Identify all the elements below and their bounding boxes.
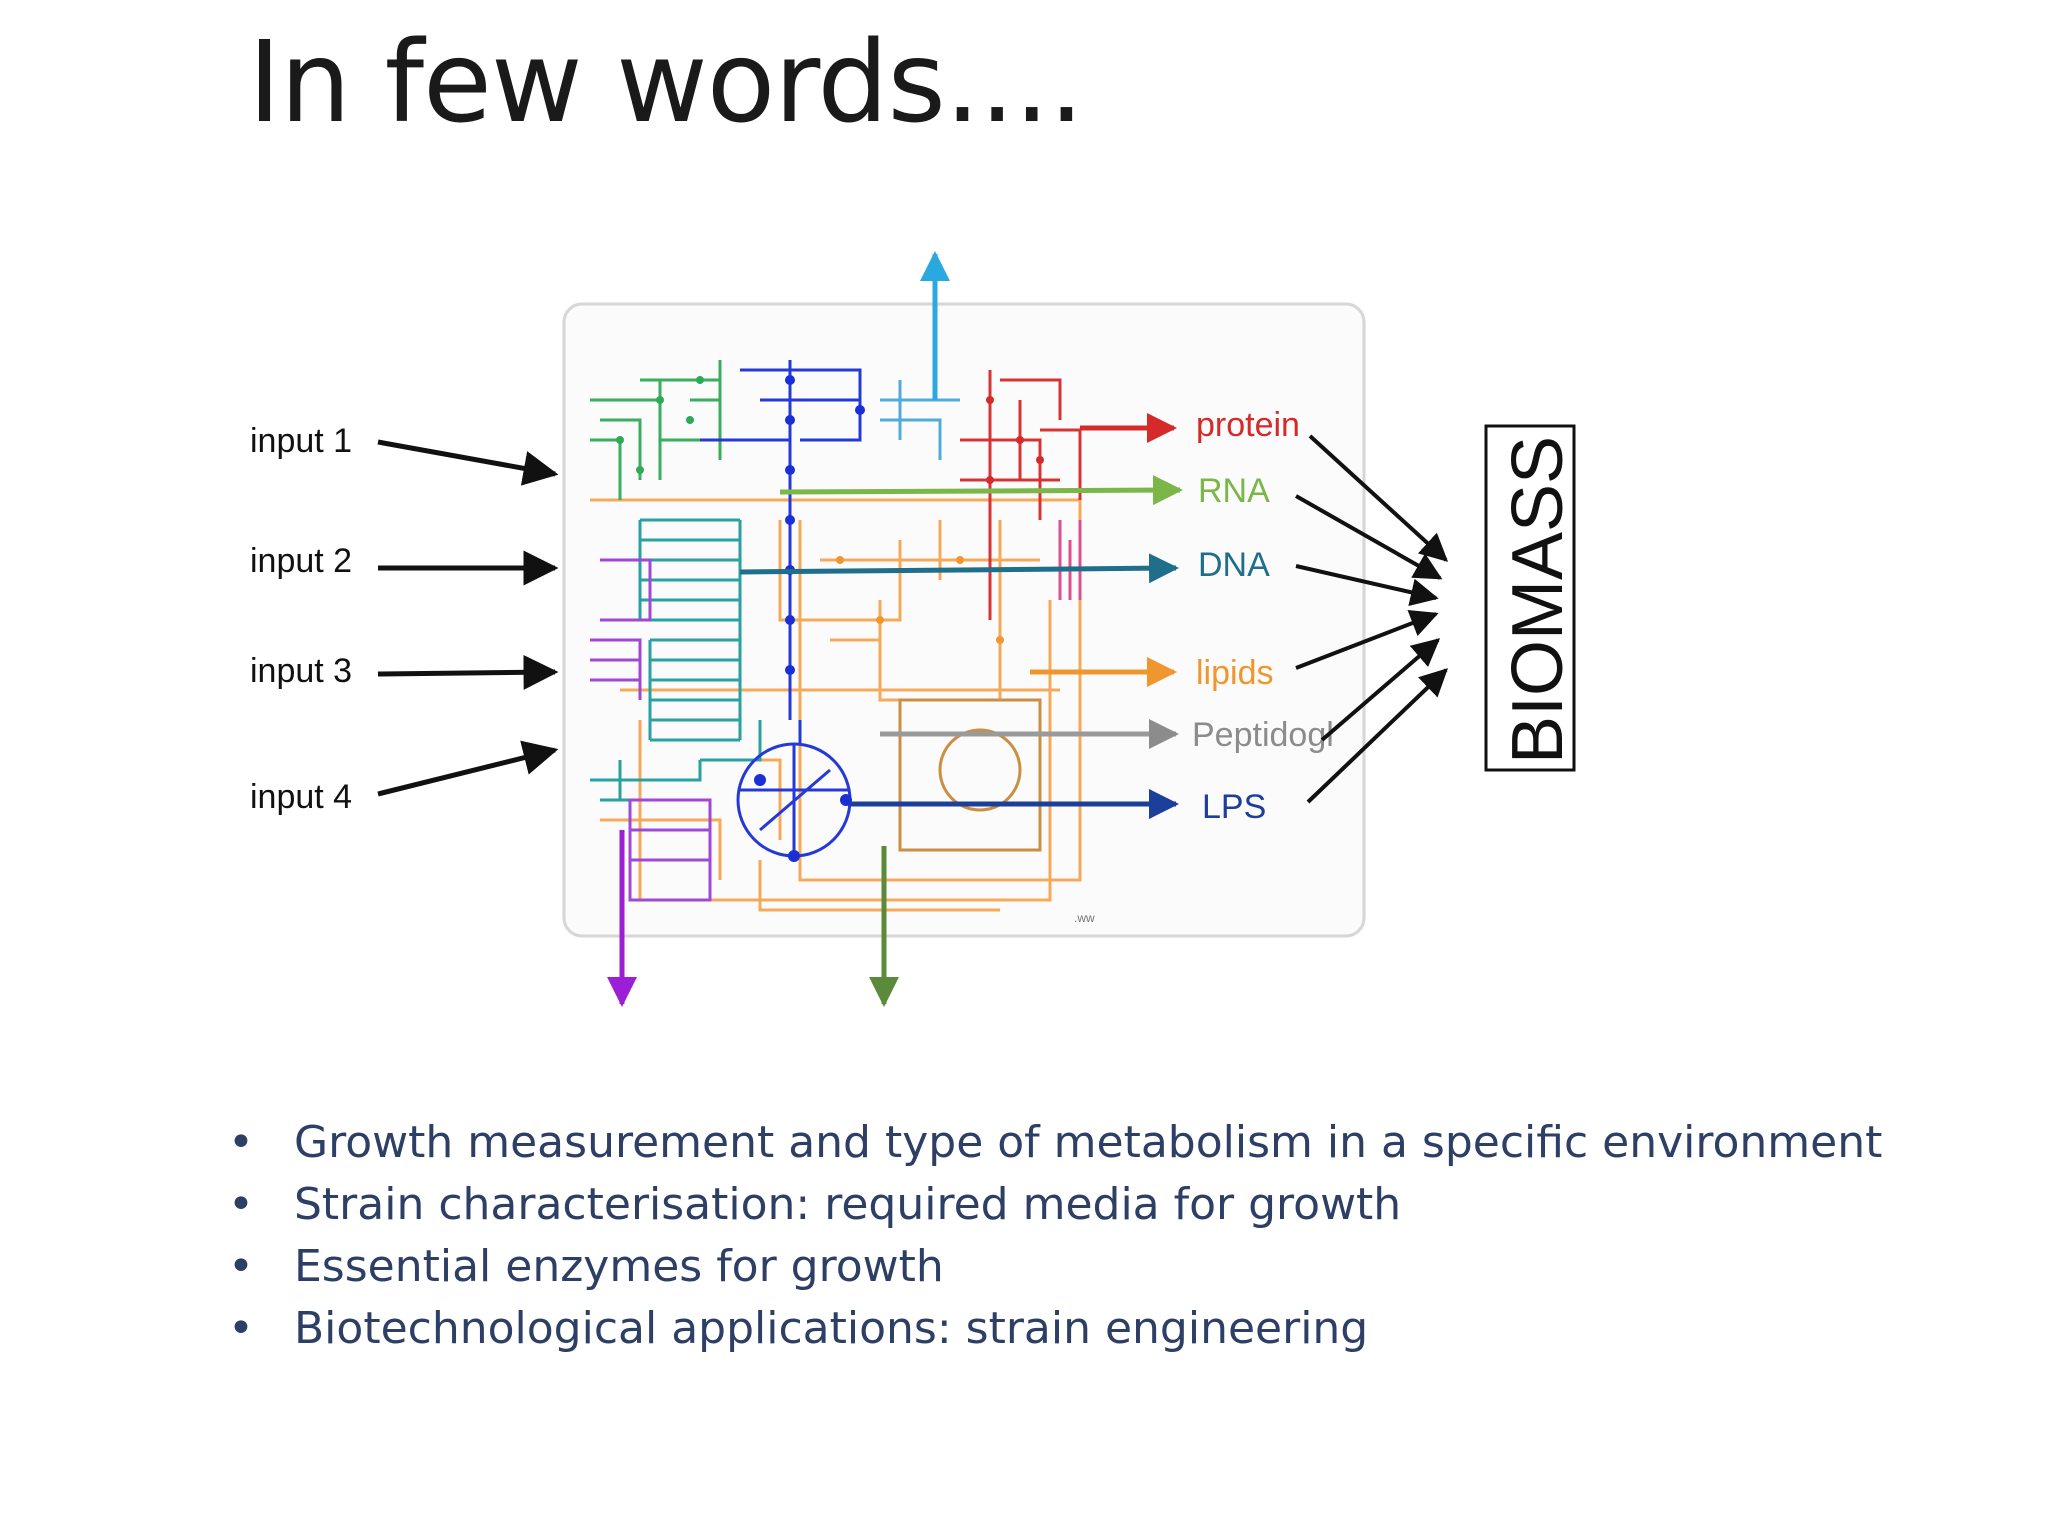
pathway-nodes	[616, 375, 1044, 862]
input-label-4: input 4	[250, 778, 352, 816]
biomass-label: BIOMASS	[1498, 436, 1578, 764]
bullet-dot: •	[228, 1241, 254, 1292]
biomass-box: BIOMASS	[1484, 424, 1578, 772]
rna-line	[779, 475, 1183, 506]
output-label-peptidoglycan: Peptidogl	[1192, 716, 1334, 754]
input-label-1: input 1	[250, 422, 352, 460]
bullet-item: • Essential enzymes for growth	[228, 1236, 1882, 1298]
bullet-list: • Growth measurement and type of metaboli…	[228, 1112, 1882, 1360]
panel-mark: .ww	[1074, 911, 1095, 925]
input-1-arrow	[377, 439, 559, 486]
output-label-lipids: lipids	[1196, 654, 1273, 692]
bullet-dot: •	[228, 1117, 254, 1168]
output-label-lps: LPS	[1202, 788, 1266, 826]
bullet-item: • Growth measurement and type of metaboli…	[228, 1112, 1882, 1174]
bullet-dot: •	[228, 1179, 254, 1230]
output-lines	[607, 251, 1183, 1007]
bullet-item: • Biotechnological applications: strain e…	[228, 1298, 1882, 1360]
input-4-arrow	[377, 740, 559, 797]
bullet-text: Biotechnological applications: strain en…	[294, 1303, 1369, 1354]
input-arrows	[377, 439, 559, 797]
output-label-protein: protein	[1196, 406, 1300, 444]
bullet-item: • Strain characterisation: required media…	[228, 1174, 1882, 1236]
bullet-dot: •	[228, 1303, 254, 1354]
input-label-2: input 2	[250, 542, 352, 580]
dna-line	[739, 553, 1179, 584]
slide-title: In few words....	[248, 18, 1084, 148]
output-labels: protein RNA DNA lipids Peptidogl LPS	[1192, 406, 1334, 826]
pathway-network	[590, 360, 1082, 912]
input-3-arrow	[377, 654, 559, 690]
bullet-text: Strain characterisation: required media …	[294, 1179, 1402, 1230]
input-labels: input 1 input 2 input 3 input 4	[250, 422, 352, 816]
biomass-arrows	[1295, 434, 1449, 804]
bullet-text: Essential enzymes for growth	[294, 1241, 944, 1292]
bullet-text: Growth measurement and type of metabolis…	[294, 1117, 1883, 1168]
output-label-dna: DNA	[1198, 546, 1270, 584]
input-label-3: input 3	[250, 652, 352, 690]
output-label-rna: RNA	[1198, 472, 1270, 510]
